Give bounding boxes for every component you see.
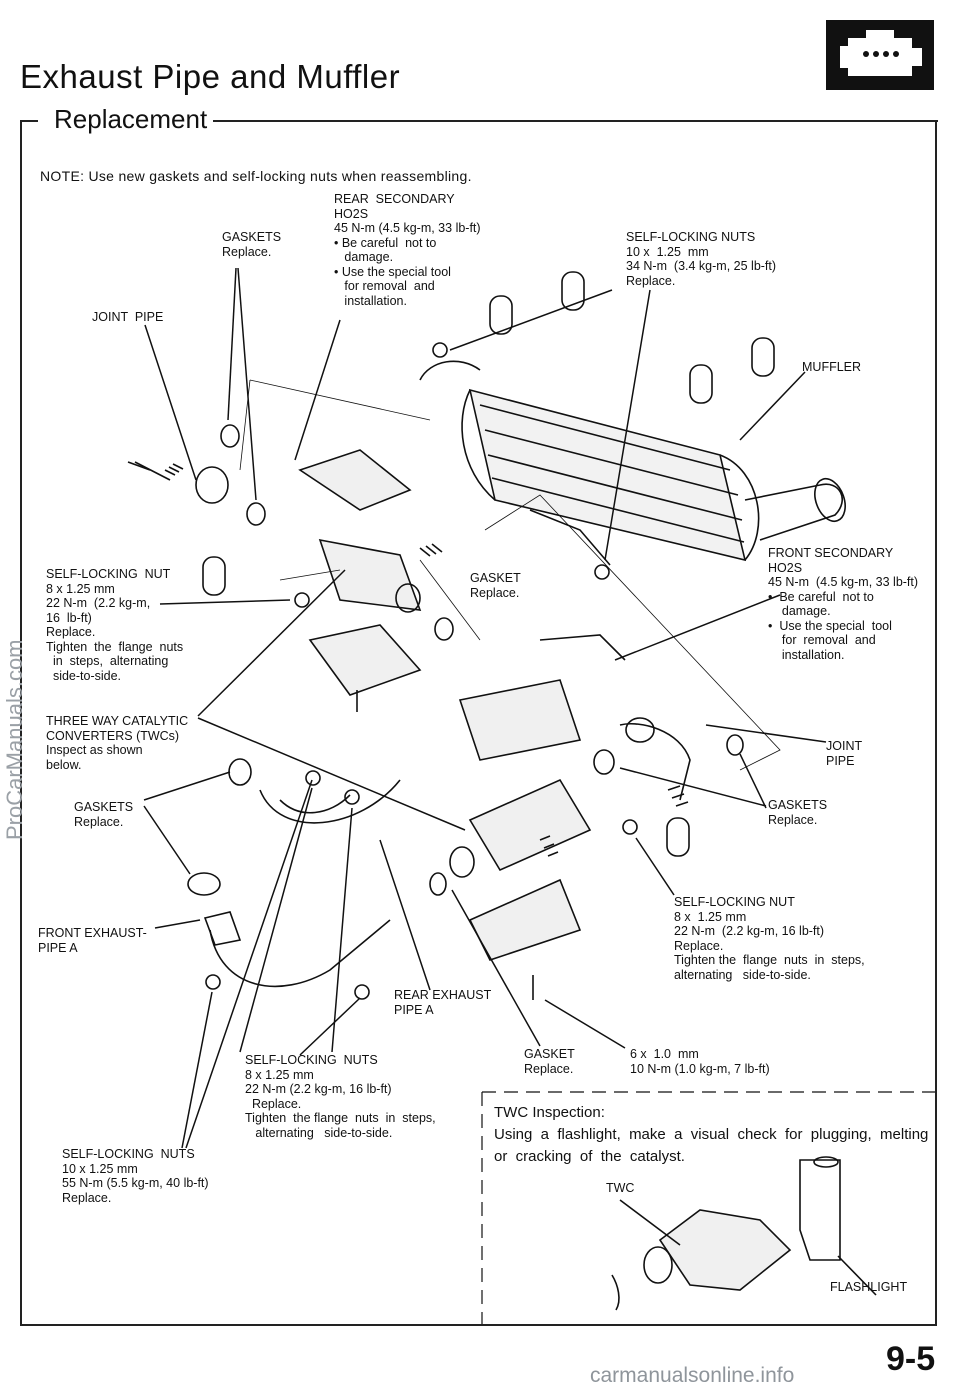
twc-inspection-text: Using a flashlight, make a visual check … (494, 1126, 929, 1165)
frame-border (935, 120, 937, 1326)
self-locking-nuts-label: SELF-LOCKING NUTS 10 x 1.25 mm 34 N-m (3… (626, 230, 777, 288)
joint-pipe-label: JOINT PIPE (826, 739, 863, 768)
frame-border (20, 1324, 937, 1326)
muffler-label: MUFFLER (802, 360, 862, 374)
engine-icon (826, 20, 934, 90)
gaskets-label: GASKETS Replace. (222, 230, 282, 259)
gaskets-label: GASKETS Replace. (768, 798, 828, 827)
page-number: 9-5 (886, 1340, 936, 1378)
rear-exhaust-pipe-label: REAR EXHAUST PIPE A (394, 988, 492, 1017)
frame-border (212, 120, 938, 122)
bolt-spec-label: 6 x 1.0 mm 10 N-m (1.0 kg-m, 7 lb-ft) (630, 1047, 770, 1076)
note-text: NOTE: Use new gaskets and self-locking n… (40, 168, 472, 184)
self-locking-nuts-label: SELF-LOCKING NUTS 8 x 1.25 mm 22 N-m (2.… (245, 1053, 436, 1140)
gaskets-label: GASKETS Replace. (74, 800, 134, 829)
three-way-catalytic-label: THREE WAY CATALYTIC CONVERTERS (TWCs) In… (46, 714, 189, 772)
frame-border (20, 120, 38, 122)
self-locking-nut-label: SELF-LOCKING NUT 8 x 1.25 mm 22 N-m (2.2… (674, 895, 865, 982)
flashlight-label: FLASHLIGHT (830, 1280, 908, 1294)
rear-ho2s-label: REAR SECONDARY HO2S 45 N-m (4.5 kg-m, 33… (334, 192, 481, 308)
twc-inspection-title: TWC Inspection: (494, 1104, 605, 1121)
gasket-label: GASKET Replace. (470, 571, 521, 600)
section-subtitle: Replacement (48, 104, 214, 135)
front-exhaust-pipe-label: FRONT EXHAUST- PIPE A (38, 926, 147, 955)
frame-border (20, 120, 22, 1326)
joint-pipe-label: JOINT PIPE (92, 310, 164, 324)
self-locking-nut-label: SELF-LOCKING NUT 8 x 1.25 mm 22 N-m (2.2… (46, 567, 184, 683)
self-locking-nuts-label: SELF-LOCKING NUTS 10 x 1.25 mm 55 N-m (5… (62, 1147, 209, 1205)
watermark: carmanualsonline.info (590, 1364, 795, 1387)
page-title: Exhaust Pipe and Muffler (20, 58, 401, 95)
gasket-label: GASKET Replace. (524, 1047, 575, 1076)
twc-label: TWC (606, 1181, 635, 1195)
watermark: ProCarManuals.com (2, 639, 27, 840)
front-ho2s-label: FRONT SECONDARY HO2S 45 N-m (4.5 kg-m, 3… (768, 546, 919, 662)
